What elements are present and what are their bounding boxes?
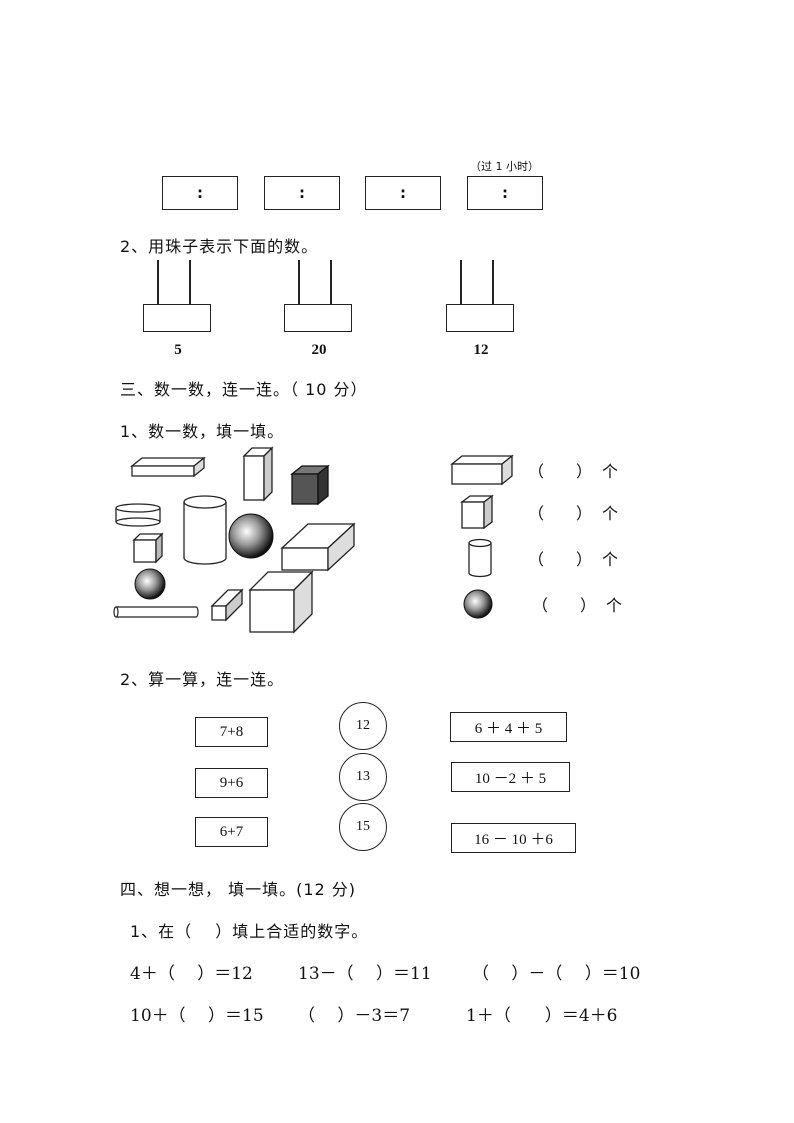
equation[interactable]: （ ）－3＝7 — [298, 1006, 411, 1026]
abacus-base — [446, 304, 514, 332]
abacus-base — [284, 304, 352, 332]
count-blank[interactable]: （ ） — [528, 462, 593, 481]
small-sphere-icon — [134, 568, 166, 600]
right-expr-box[interactable]: 16 － 10 ＋6 — [451, 823, 576, 853]
right-expr-box[interactable]: 6 ＋ 4 ＋ 5 — [450, 712, 567, 742]
count-blank[interactable]: （ ） — [528, 550, 593, 569]
clock-box-2[interactable]: : — [264, 176, 340, 210]
equation[interactable]: 13－（ ）＝11 — [298, 964, 432, 984]
cylinder-icon — [468, 538, 492, 578]
equation[interactable]: 10＋（ ）＝15 — [130, 1006, 264, 1026]
abacus-rod-tens — [298, 260, 300, 304]
answer-circle[interactable]: 13 — [339, 753, 387, 801]
big-cube-icon — [248, 570, 314, 634]
equation[interactable]: （ ）－（ ）＝10 — [472, 964, 641, 984]
abacus-rod-tens — [157, 260, 159, 304]
section3-q1-title: 1、数一数，填一填。 — [120, 422, 285, 441]
section4-q1-title: 1、在（ ）填上合适的数字。 — [130, 922, 369, 941]
count-blank[interactable]: （ ） — [528, 504, 593, 523]
shapes-collage — [113, 446, 356, 634]
abacus-rod-ones — [492, 260, 494, 304]
cuboid-icon — [450, 454, 514, 486]
small-cuboid-icon — [210, 588, 244, 622]
abacus-base — [143, 304, 211, 332]
big-sphere-icon — [228, 513, 274, 559]
count-blank[interactable]: （ ） — [532, 596, 597, 615]
count-row-cuboid: （ ） 个 — [450, 454, 618, 486]
section3-title: 三、数一数，连一连。（ 10 分） — [120, 380, 368, 399]
clock-box-3[interactable]: : — [365, 176, 441, 210]
equation[interactable]: 1＋（ ）＝4＋6 — [466, 1006, 618, 1026]
beads-question-title: 2、用珠子表示下面的数。 — [120, 237, 319, 256]
count-unit: 个 — [602, 550, 619, 569]
clock-box-1[interactable]: : — [162, 176, 238, 210]
abacus-rod-tens — [460, 260, 462, 304]
abacus-5[interactable]: 5 — [143, 260, 213, 358]
sphere-icon — [463, 589, 493, 619]
flat-cuboid-icon — [130, 456, 206, 478]
section3-q2-title: 2、算一算，连一连。 — [120, 670, 285, 689]
count-row-cylinder: （ ） 个 — [467, 538, 618, 578]
clock-note: （过 1 小时） — [470, 160, 539, 173]
tall-cuboid-icon — [242, 446, 274, 502]
count-unit: 个 — [606, 596, 623, 615]
right-expr-box[interactable]: 10 －2 ＋ 5 — [451, 762, 570, 792]
left-expr-box[interactable]: 7+8 — [195, 717, 268, 747]
left-expr-box[interactable]: 9+6 — [195, 768, 268, 798]
left-expr-box[interactable]: 6+7 — [195, 817, 268, 847]
thin-cylinder-icon — [113, 606, 199, 618]
cube-icon — [460, 494, 494, 530]
equation[interactable]: 4＋（ ）＝12 — [130, 964, 253, 984]
abacus-12[interactable]: 12 — [446, 260, 516, 358]
count-row-sphere: （ ） 个 — [462, 588, 622, 620]
count-row-cube: （ ） 个 — [460, 494, 618, 530]
count-unit: 个 — [602, 462, 619, 481]
textured-cube-icon — [290, 464, 330, 506]
abacus-number: 20 — [311, 342, 327, 358]
flat-cylinder-icon — [115, 503, 161, 527]
clock-box-4[interactable]: : — [467, 176, 543, 210]
big-cuboid-icon — [280, 522, 356, 572]
abacus-rod-ones — [189, 260, 191, 304]
answer-circle[interactable]: 15 — [339, 803, 387, 851]
tall-cylinder-icon — [183, 495, 227, 565]
answer-circle[interactable]: 12 — [339, 702, 387, 750]
abacus-20[interactable]: 20 — [284, 260, 354, 358]
abacus-rod-ones — [330, 260, 332, 304]
count-unit: 个 — [602, 504, 619, 523]
abacus-number: 5 — [174, 342, 182, 358]
section4-title: 四、想一想， 填一填。(12 分) — [120, 880, 357, 899]
abacus-number: 12 — [473, 342, 489, 358]
small-cube-icon — [132, 532, 164, 564]
